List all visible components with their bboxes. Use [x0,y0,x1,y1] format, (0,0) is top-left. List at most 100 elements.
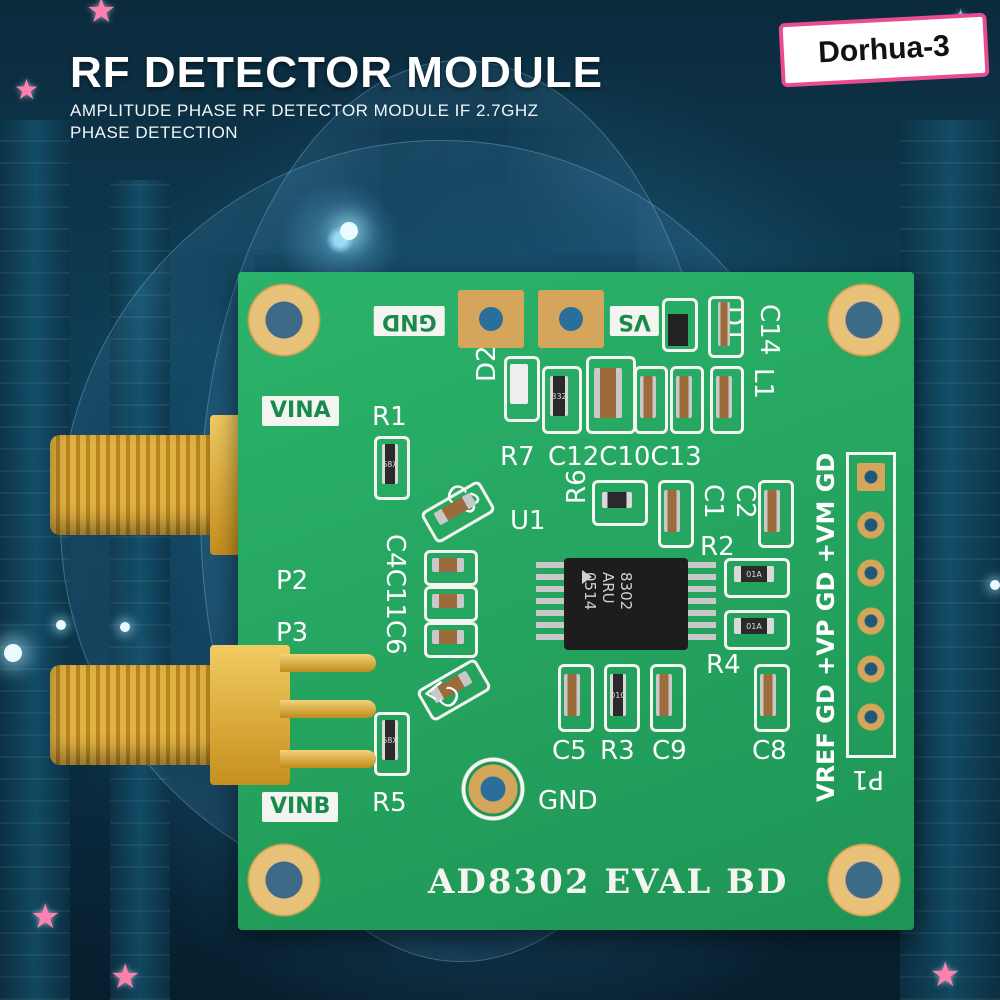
brand-label: Dorhua-3 [817,29,951,70]
r2-outline [724,558,790,598]
label-u1: U1 [510,506,546,536]
label-r5: R5 [372,788,407,818]
label-r4: R4 [706,650,741,680]
ic-pin [688,634,716,640]
resistor-r6 [602,492,632,508]
pad-gnd [458,290,524,348]
resistor-code: 68X [382,459,398,469]
label-r2: R2 [700,532,735,562]
ic-pin [688,562,716,568]
ic-pin [536,598,564,604]
header-pin [857,655,885,683]
star-icon: ★ [930,955,961,995]
c14-outline [708,296,744,358]
r6-outline [592,480,648,526]
led-d2 [510,364,528,404]
label-r1: R1 [372,402,407,432]
c4-outline [424,550,478,586]
label-c8: C8 [752,736,787,766]
sma-barrel [50,665,220,765]
label-c12c10c13: C12C10C13 [548,442,702,472]
label-vs: VS [610,306,659,336]
capacitor-c9 [656,674,672,716]
sma-leg [280,700,376,718]
label-header-pins: VREF GD +VP GD +VM GD [812,452,840,802]
label-c2: C2 [730,484,760,519]
mount-hole [824,840,904,920]
resistor-r4: 01A [734,618,774,634]
pad-vs [538,290,604,348]
label-vina: VINA [262,396,339,426]
board-footer: AD8302 EVAL BD [428,862,789,902]
logo-icon [582,570,592,584]
header-pin [857,511,885,539]
capacitor-c1 [664,490,680,532]
d2-outline [504,356,540,422]
page-subtitle: AMPLITUDE PHASE RF DETECTOR MODULE IF 2.… [70,101,539,142]
header-pin [857,607,885,635]
c13-outline [670,366,704,434]
capacitor-c12 [594,368,622,418]
ic-pin [536,574,564,580]
label-c1: C1 [698,484,728,519]
capacitor-c13 [676,376,692,418]
star-icon: ★ [86,0,117,31]
resistor-code: 01C [610,690,626,700]
light-glow [4,644,22,662]
resistor-code: 01A [746,569,762,579]
resistor-r1: 68X [382,444,398,484]
label-vinb: VINB [262,792,339,822]
c1-outline [658,480,694,548]
label-c9: C9 [652,736,687,766]
label-c14: C14 [754,304,784,356]
capacitor-c10 [640,376,656,418]
ic-pin [536,622,564,628]
ic-pin [536,586,564,592]
label-r6: R6 [562,469,592,504]
r3-outline [604,664,640,732]
resistor-r3: 01C [610,674,626,716]
label-p2: P2 [276,566,309,596]
ic-pin [688,586,716,592]
label-c4c11c6: C4C11C6 [380,534,410,655]
c2-outline [758,480,794,548]
resistor-r7: 332 [550,376,568,416]
c5-outline [558,664,594,732]
star-icon: ★ [14,73,40,106]
ic-pin [688,610,716,616]
capacitor-c8 [760,674,776,716]
label-r7: R7 [500,442,535,472]
ic-pin [536,634,564,640]
diode-d1 [668,314,688,346]
pcb-board: GND VS D1 C14 D2 332 L1 R7 C12C10C13 VIN… [238,272,914,930]
resistor-r5: 68X [382,720,398,760]
capacitor-c5 [564,674,580,716]
chip-mark-3: 0514 [581,572,599,611]
server-rack-right [900,120,1000,1000]
r7-outline [542,366,582,434]
header-pin [857,559,885,587]
label-c5: C5 [552,736,587,766]
resistor-code: 01A [746,621,762,631]
c9-outline [650,664,686,732]
label-gnd-top: GND [374,306,445,336]
server-rack-left [0,120,70,1000]
l1-outline [710,366,744,434]
ic-pin [536,562,564,568]
label-d2: D2 [472,345,502,382]
ic-pin [536,610,564,616]
r5-outline [374,712,410,776]
r1-outline [374,436,410,500]
ic-ad8302: 8302 ARU 0514 [564,558,688,650]
c6-outline [424,622,478,658]
mount-hole [244,840,324,920]
mount-hole [244,280,324,360]
ic-pin [688,574,716,580]
capacitor-c14 [718,302,730,346]
chip-mark-1: 8302 [617,572,635,611]
ic-pin [688,622,716,628]
sma-body [210,645,290,785]
label-l1: L1 [748,368,778,400]
label-gnd-bottom: GND [538,786,598,816]
label-p3: P3 [276,618,309,648]
